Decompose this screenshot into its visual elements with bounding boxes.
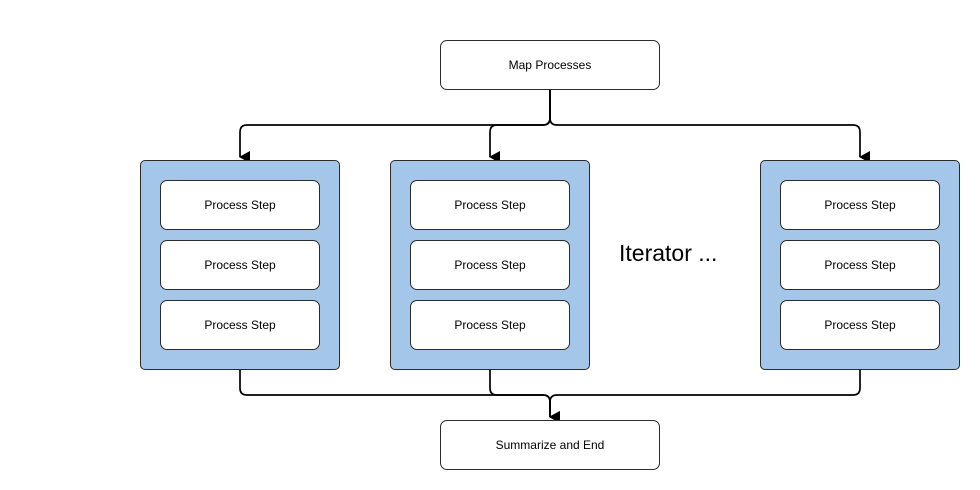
process-step-label: Process Step: [204, 198, 276, 212]
group-2-process-step-2: Process Step: [410, 240, 570, 290]
process-step-label: Process Step: [454, 258, 526, 272]
group-3-process-step-2: Process Step: [780, 240, 940, 290]
map-processes-label: Map Processes: [508, 58, 592, 72]
iterator-label: Iterator ...: [619, 240, 718, 266]
connector-group-1-to-end: [239, 370, 560, 423]
group-1-process-step-1: Process Step: [160, 180, 320, 230]
process-step-label: Process Step: [204, 258, 276, 272]
map-processes-node: Map Processes: [440, 40, 660, 90]
connector-start-to-group-2: [489, 90, 551, 163]
group-3-process-step-3: Process Step: [780, 300, 940, 350]
process-step-label: Process Step: [454, 198, 526, 212]
group-1-process-step-3: Process Step: [160, 300, 320, 350]
connector-start-to-group-3: [549, 90, 870, 163]
group-2-process-step-1: Process Step: [410, 180, 570, 230]
process-step-label: Process Step: [824, 318, 896, 332]
process-step-label: Process Step: [454, 318, 526, 332]
process-step-label: Process Step: [204, 318, 276, 332]
connector-start-to-group-1: [239, 90, 551, 163]
group-3-process-step-1: Process Step: [780, 180, 940, 230]
connector-group-3-to-end: [549, 370, 861, 423]
process-step-label: Process Step: [824, 198, 896, 212]
process-step-label: Process Step: [824, 258, 896, 272]
connector-group-2-to-end: [489, 370, 560, 423]
summarize-and-end-node: Summarize and End: [440, 420, 660, 470]
group-1-process-step-2: Process Step: [160, 240, 320, 290]
summarize-and-end-label: Summarize and End: [495, 438, 605, 452]
group-2-process-step-3: Process Step: [410, 300, 570, 350]
